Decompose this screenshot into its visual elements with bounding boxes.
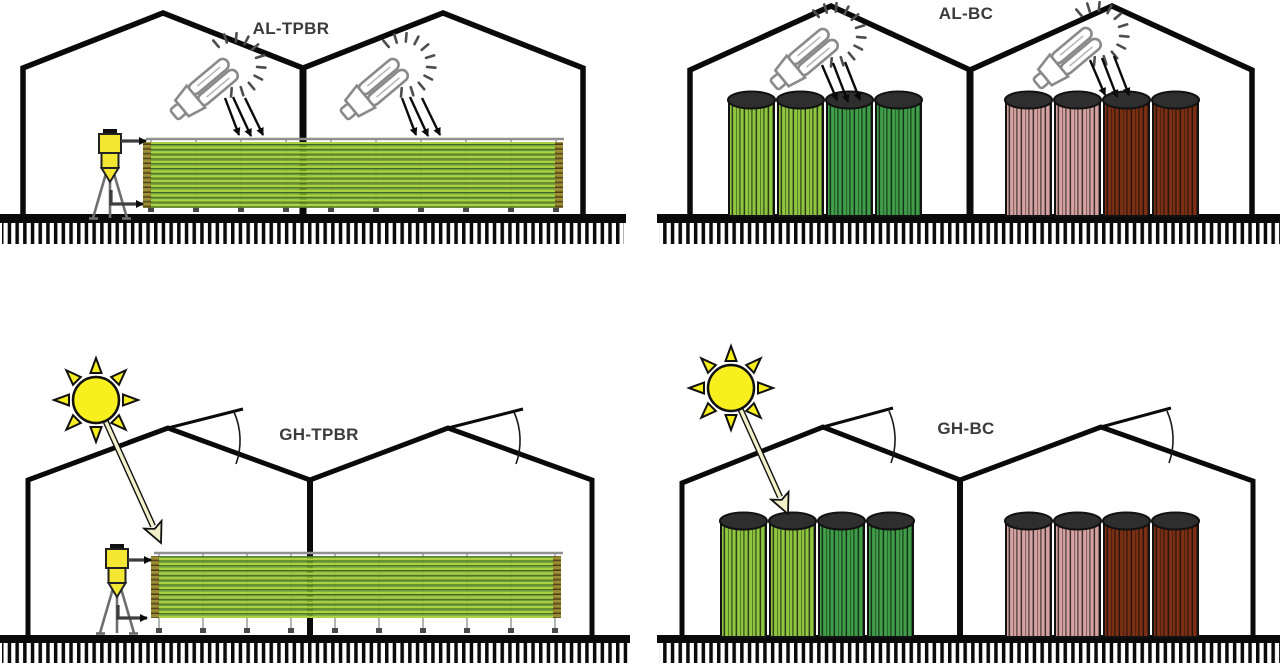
tube-end-caps-right: [553, 556, 561, 618]
bubble-column-pink: [1004, 90, 1053, 217]
roof-extension-line: [447, 407, 524, 430]
bubble-column-brown: [1102, 90, 1151, 217]
tube-end-caps-right: [555, 142, 563, 208]
horizontal-tubes: [159, 556, 553, 618]
roof-angle-arc: [888, 410, 896, 464]
bubble-column-dark-green: [817, 511, 866, 638]
ground-bar: [0, 214, 626, 223]
feed-pipe-bottom: [116, 605, 148, 622]
panel-label: GH-TPBR: [279, 425, 359, 444]
panel-label: GH-BC: [937, 419, 994, 438]
roof-angle-arc: [1166, 410, 1174, 464]
panel-label: AL-TPBR: [253, 19, 330, 38]
sun-beam-arrow: [93, 398, 163, 545]
roof-extension-line: [167, 407, 244, 430]
bubble-column-light-green: [727, 90, 776, 217]
panel-al-bc: AL-BC: [657, 0, 1280, 244]
ground-hatch: [659, 223, 1280, 244]
panel-al-tpbr: AL-TPBR: [0, 10, 626, 244]
ground-bar: [657, 635, 1280, 643]
panel-gh-bc: GH-BC: [657, 344, 1280, 663]
bubble-column-brown: [1102, 511, 1151, 638]
ground-hatch: [659, 643, 1280, 663]
roof-extension-line: [1100, 406, 1172, 429]
panel-label: AL-BC: [939, 4, 993, 23]
roof-angle-arc: [513, 411, 521, 465]
light-ray-arrows: [223, 96, 442, 137]
feed-tank-icon: [94, 542, 140, 635]
bubble-column-pink: [1053, 90, 1102, 217]
bubble-column-dark-green: [874, 90, 923, 217]
sun-icon: [52, 356, 140, 444]
ground-bar: [657, 214, 1280, 223]
tubular-reactor: [151, 551, 563, 633]
light-ray-arrows: [820, 55, 1131, 103]
ground-bar: [0, 635, 630, 643]
horizontal-tubes: [151, 142, 555, 208]
ground-hatch: [2, 643, 628, 663]
bubble-column-light-green: [776, 90, 825, 217]
tube-end-caps-left: [143, 142, 151, 208]
sun-icon: [687, 344, 775, 432]
bubble-column-light-green: [768, 511, 817, 638]
bubble-column-dark-green: [866, 511, 915, 638]
tube-end-caps-left: [151, 556, 159, 618]
bubble-column-dark-green: [825, 90, 874, 217]
bubble-columns: [727, 90, 1200, 217]
bubble-column-pink: [1004, 511, 1053, 638]
panel-gh-tpbr: GH-TPBR: [0, 356, 630, 663]
bubble-column-pink: [1053, 511, 1102, 638]
bubble-column-light-green: [719, 511, 768, 638]
bubble-column-brown: [1151, 511, 1200, 638]
bubble-column-brown: [1151, 90, 1200, 217]
feed-pipe-bottom: [109, 190, 144, 208]
roof-extension-line: [822, 406, 894, 429]
ground-hatch: [2, 223, 624, 244]
tubular-reactor: [143, 137, 564, 212]
roof-angle-arc: [233, 411, 241, 465]
